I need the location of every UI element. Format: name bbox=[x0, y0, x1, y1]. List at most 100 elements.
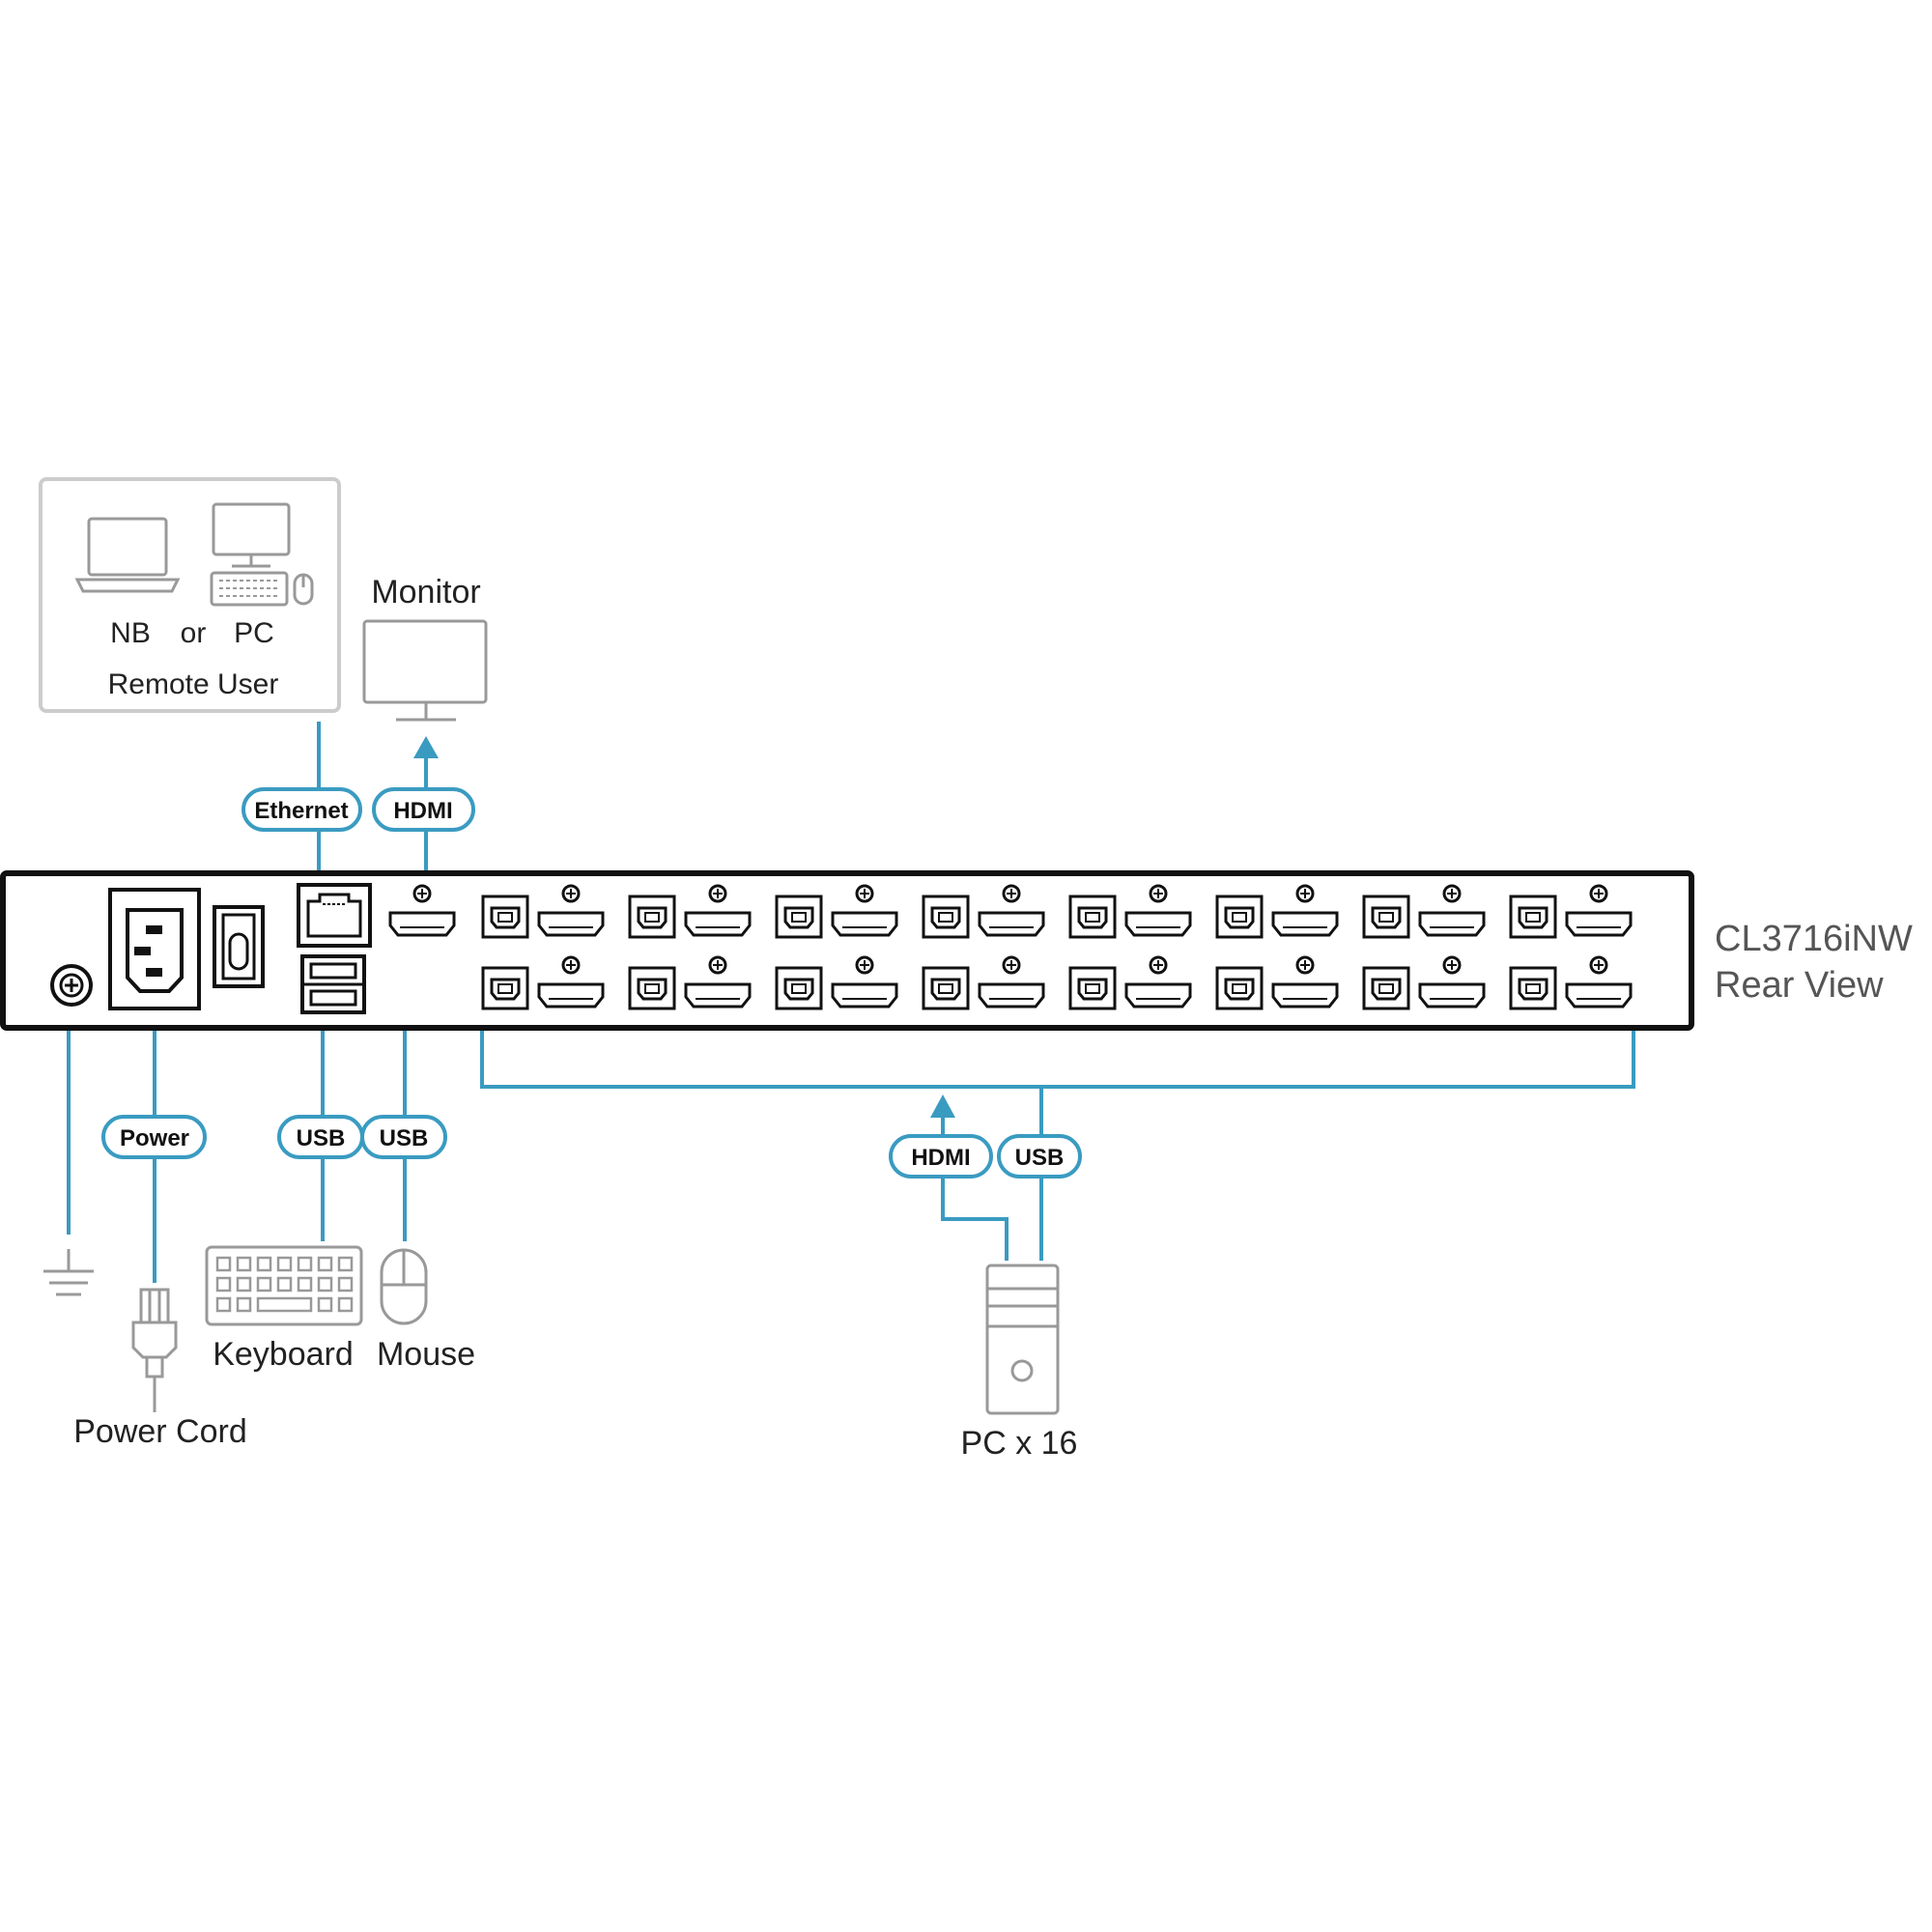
svg-text:USB: USB bbox=[380, 1125, 429, 1151]
key bbox=[317, 1276, 333, 1293]
hdmi-port bbox=[1418, 982, 1486, 1009]
kvm-port-pair bbox=[628, 955, 752, 1010]
screw-icon bbox=[561, 955, 581, 975]
svg-text:USB: USB bbox=[297, 1125, 346, 1151]
svg-text:HDMI: HDMI bbox=[911, 1145, 970, 1171]
model-label: CL3716iNW bbox=[1715, 919, 1913, 959]
key bbox=[215, 1276, 232, 1293]
kvm-port-pair bbox=[481, 955, 605, 1010]
key bbox=[236, 1276, 252, 1293]
kvm-port-pair bbox=[1509, 955, 1633, 1010]
screw-icon bbox=[1002, 884, 1021, 903]
nb-label: NB bbox=[110, 617, 151, 649]
arrow-up-icon bbox=[413, 736, 439, 758]
screw-icon bbox=[1442, 884, 1462, 903]
power-switch[interactable] bbox=[213, 905, 265, 988]
kvm-port-pair bbox=[922, 884, 1045, 939]
space-key bbox=[256, 1296, 313, 1313]
usb-mouse-cable-label: USB bbox=[360, 1115, 447, 1159]
hdmi-port bbox=[1565, 982, 1633, 1009]
key bbox=[337, 1256, 354, 1272]
ethernet-cable-label: Ethernet bbox=[242, 787, 362, 832]
screw-icon bbox=[1002, 955, 1021, 975]
usb-b-port bbox=[775, 966, 823, 1010]
usb-b-port bbox=[922, 966, 970, 1010]
console-hdmi-port bbox=[388, 884, 456, 937]
kvm-port-pair bbox=[1068, 955, 1192, 1010]
hdmi-port bbox=[831, 911, 898, 937]
key bbox=[276, 1256, 293, 1272]
usb-b-port bbox=[1068, 895, 1117, 939]
remote-user-title: Remote User bbox=[108, 668, 279, 700]
usb-b-port bbox=[628, 895, 676, 939]
hdmi-port bbox=[1271, 982, 1339, 1009]
kvm-port-grid bbox=[481, 884, 1633, 1010]
keyboard-label: Keyboard bbox=[213, 1336, 354, 1373]
kvm-port-pair bbox=[922, 955, 1045, 1010]
key bbox=[297, 1256, 313, 1272]
hdmi-port bbox=[1271, 911, 1339, 937]
monitor-label: Monitor bbox=[371, 574, 480, 611]
kvm-port-pair bbox=[775, 955, 898, 1010]
hdmi-port bbox=[1565, 911, 1633, 937]
console-usb-ports bbox=[300, 954, 366, 1014]
key bbox=[337, 1296, 354, 1313]
power-plug-icon bbox=[131, 1288, 178, 1412]
usb-b-port bbox=[1509, 966, 1557, 1010]
hdmi-port bbox=[978, 982, 1045, 1009]
hdmi-port bbox=[1418, 911, 1486, 937]
usb-b-port bbox=[1215, 966, 1264, 1010]
mouse-label: Mouse bbox=[377, 1336, 475, 1373]
mouse-icon bbox=[380, 1248, 428, 1325]
hdmi-port bbox=[684, 982, 752, 1009]
hdmi-port bbox=[537, 982, 605, 1009]
view-label: Rear View bbox=[1715, 965, 1884, 1006]
kvm-port-pair bbox=[1509, 884, 1633, 939]
monitor-icon bbox=[362, 619, 488, 722]
key bbox=[276, 1276, 293, 1293]
kvm-port-pair bbox=[1068, 884, 1192, 939]
usb-b-port bbox=[1215, 895, 1264, 939]
hdmi-monitor-cable-label: HDMI bbox=[372, 787, 475, 832]
key bbox=[317, 1296, 333, 1313]
desktop-pc-icon bbox=[210, 502, 314, 607]
hdmi-port bbox=[537, 911, 605, 937]
kvm-rear-panel bbox=[0, 870, 1694, 1031]
pc-label: PC bbox=[234, 617, 274, 649]
kvm-port-pair bbox=[1215, 955, 1339, 1010]
svg-text:Ethernet: Ethernet bbox=[254, 798, 348, 824]
or-label: or bbox=[181, 617, 207, 649]
hdmi-port bbox=[831, 982, 898, 1009]
screw-icon bbox=[1295, 955, 1315, 975]
key bbox=[337, 1276, 354, 1293]
power-cord-label: Power Cord bbox=[73, 1413, 247, 1450]
hdmi-port bbox=[978, 911, 1045, 937]
pc-x16-label: PC x 16 bbox=[961, 1425, 1078, 1462]
screw-icon bbox=[1149, 884, 1168, 903]
monitor: Monitor bbox=[362, 574, 488, 722]
svg-text:HDMI: HDMI bbox=[393, 798, 452, 824]
kvm-port-pair bbox=[481, 884, 605, 939]
hdmi-port bbox=[684, 911, 752, 937]
pc-tower-icon bbox=[985, 1264, 1060, 1415]
key bbox=[317, 1256, 333, 1272]
hdmi-pc-cable-label: HDMI bbox=[889, 1134, 993, 1179]
screw-icon bbox=[1589, 955, 1608, 975]
remote-user-box: NB or PC Remote User bbox=[39, 477, 341, 713]
screw-icon bbox=[1442, 955, 1462, 975]
usb-b-port bbox=[1362, 966, 1410, 1010]
key bbox=[297, 1276, 313, 1293]
key bbox=[256, 1256, 272, 1272]
usb-b-port bbox=[481, 966, 529, 1010]
screw-icon bbox=[708, 884, 727, 903]
top-cables: Ethernet HDMI bbox=[242, 722, 475, 884]
kvm-port-pair bbox=[1215, 884, 1339, 939]
key bbox=[215, 1256, 232, 1272]
svg-text:Power: Power bbox=[120, 1125, 189, 1151]
usb-b-port bbox=[775, 895, 823, 939]
laptop-icon bbox=[74, 517, 181, 593]
power-cable-label: Power bbox=[101, 1115, 207, 1159]
kvm-port-pair bbox=[1362, 884, 1486, 939]
key bbox=[236, 1296, 252, 1313]
